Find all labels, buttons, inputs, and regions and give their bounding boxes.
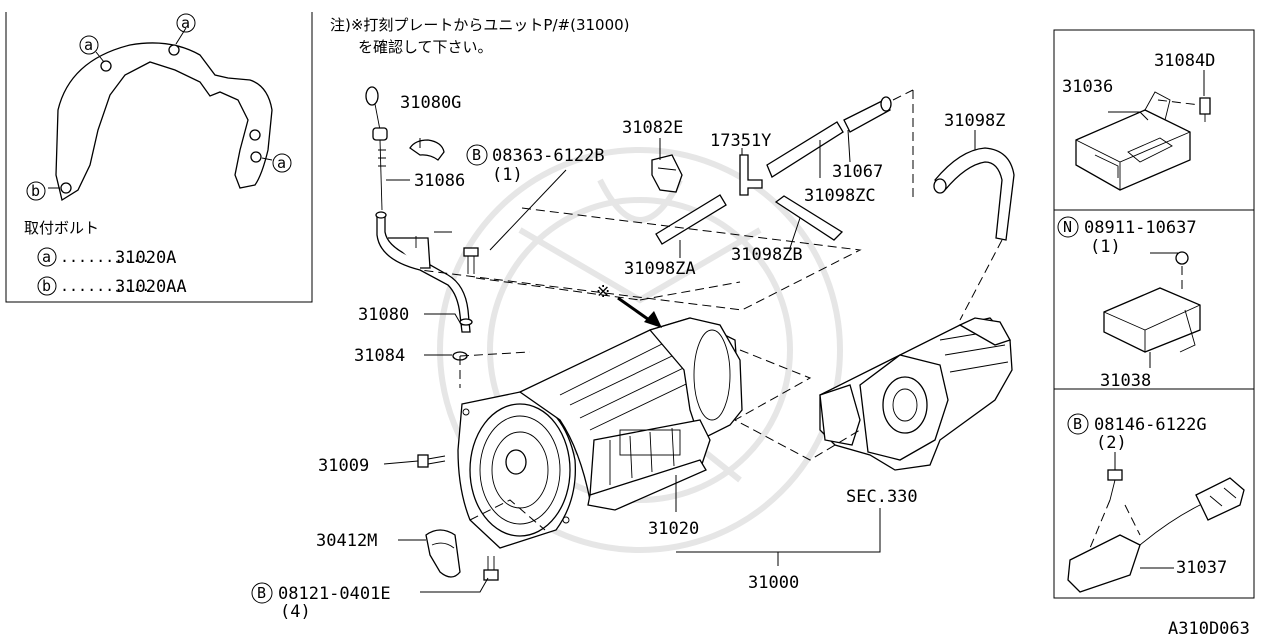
svg-text:a: a [277,154,286,172]
side-panels: 31036 31084D N 08911-10637 (1) 31038 B 0… [1053,29,1255,599]
label-31082E: 31082E [622,118,683,138]
panel-31037: B 08146-6122G (2) 31037 [1067,413,1245,593]
dashed-guides [419,89,1003,531]
svg-text:a: a [84,36,93,54]
label-31098ZC: 31098ZC [804,186,876,206]
mark-a-left: a [79,35,99,55]
transfer-case-330 [819,317,1013,471]
note-line-2: を確認して下さい。 [358,38,493,56]
hose-31098Z [933,147,1015,241]
svg-text:31020AA: 31020AA [115,277,187,297]
label-31080G: 31080G [400,93,461,113]
label-31009: 31009 [318,456,369,476]
label-08146: 08146-6122G [1094,415,1207,435]
label-31098ZA: 31098ZA [624,259,696,279]
label-31067: 31067 [832,162,883,182]
svg-text:08363-6122B: 08363-6122B [492,146,605,166]
svg-text:B: B [1073,415,1082,433]
bolt-inset-box: a a a b 取付ボルト a .......... 31020A b ....… [5,12,313,303]
hose-31098ZB [774,195,844,241]
fitting-31067 [843,96,892,133]
joint-17351Y [739,154,763,196]
label-30412M: 30412M [316,531,377,551]
label-31098Z: 31098Z [944,111,1005,131]
svg-text:..........: .......... [60,277,150,295]
plate-marker: ※ [596,282,662,328]
label-31020: 31020 [648,519,699,539]
note-line-1: 注)※打刻プレートからユニットP/#(31000) [330,16,630,34]
hose-31098ZC [766,121,844,178]
svg-text:※: ※ [596,282,610,302]
clip-31080G [409,139,445,161]
label-31084D: 31084D [1154,51,1215,71]
bolt-08363 [463,247,479,274]
svg-text:08121-0401E: 08121-0401E [278,584,391,604]
label-31098ZB: 31098ZB [731,245,803,265]
svg-text:(1): (1) [492,165,523,185]
label-31080: 31080 [358,305,409,325]
mark-a-top: a [176,13,196,33]
legend-b: b .......... 31020AA [37,276,187,297]
part-labels: 31080G B 08363-6122B (1) 31086 31080 310… [251,93,1005,622]
svg-text:..........: .......... [60,248,150,266]
svg-text:31020A: 31020A [115,248,176,268]
legend-a: a .......... 31020A [37,247,176,268]
label-31084: 31084 [354,346,405,366]
inset-title: 取付ボルト [24,219,99,237]
gasket-30412M [425,529,461,578]
label-17351Y: 17351Y [710,131,771,151]
mark-a-right: a [272,153,292,173]
svg-text:(4): (4) [280,602,311,622]
hose-31082E [651,154,683,193]
svg-text:a: a [181,14,190,32]
dipstick-assembly [365,86,473,361]
label-08146-qty: (2) [1096,433,1127,453]
bolt-31009 [417,454,446,468]
label-31086: 31086 [414,171,465,191]
label-08363: B 08363-6122B (1) [466,144,605,185]
label-sec330: SEC.330 [846,487,918,507]
label-31037: 31037 [1176,558,1227,578]
label-31036: 31036 [1062,77,1113,97]
leader-lines [383,129,976,593]
label-31038: 31038 [1100,371,1151,391]
panel-31038: N 08911-10637 (1) 31038 [1057,216,1201,391]
diagram-code: A310D063 [1168,619,1250,638]
label-08911-qty: (1) [1090,237,1121,257]
svg-text:b: b [31,182,40,200]
label-08121: B 08121-0401E (4) [251,582,391,622]
svg-text:a: a [42,248,51,266]
watermark-emblem [437,147,843,553]
svg-text:b: b [42,277,51,295]
bolt-08121 [483,556,499,581]
svg-text:B: B [472,146,481,164]
svg-text:N: N [1063,218,1072,236]
mark-b-left: b [26,181,46,201]
transmission-31020 [457,317,743,549]
cover-plate [55,42,273,202]
svg-text:B: B [257,584,266,602]
hose-31098ZA [655,194,727,245]
label-08911: 08911-10637 [1084,218,1197,238]
label-31000: 31000 [748,573,799,593]
panel-31036: 31036 31084D [1062,51,1215,191]
